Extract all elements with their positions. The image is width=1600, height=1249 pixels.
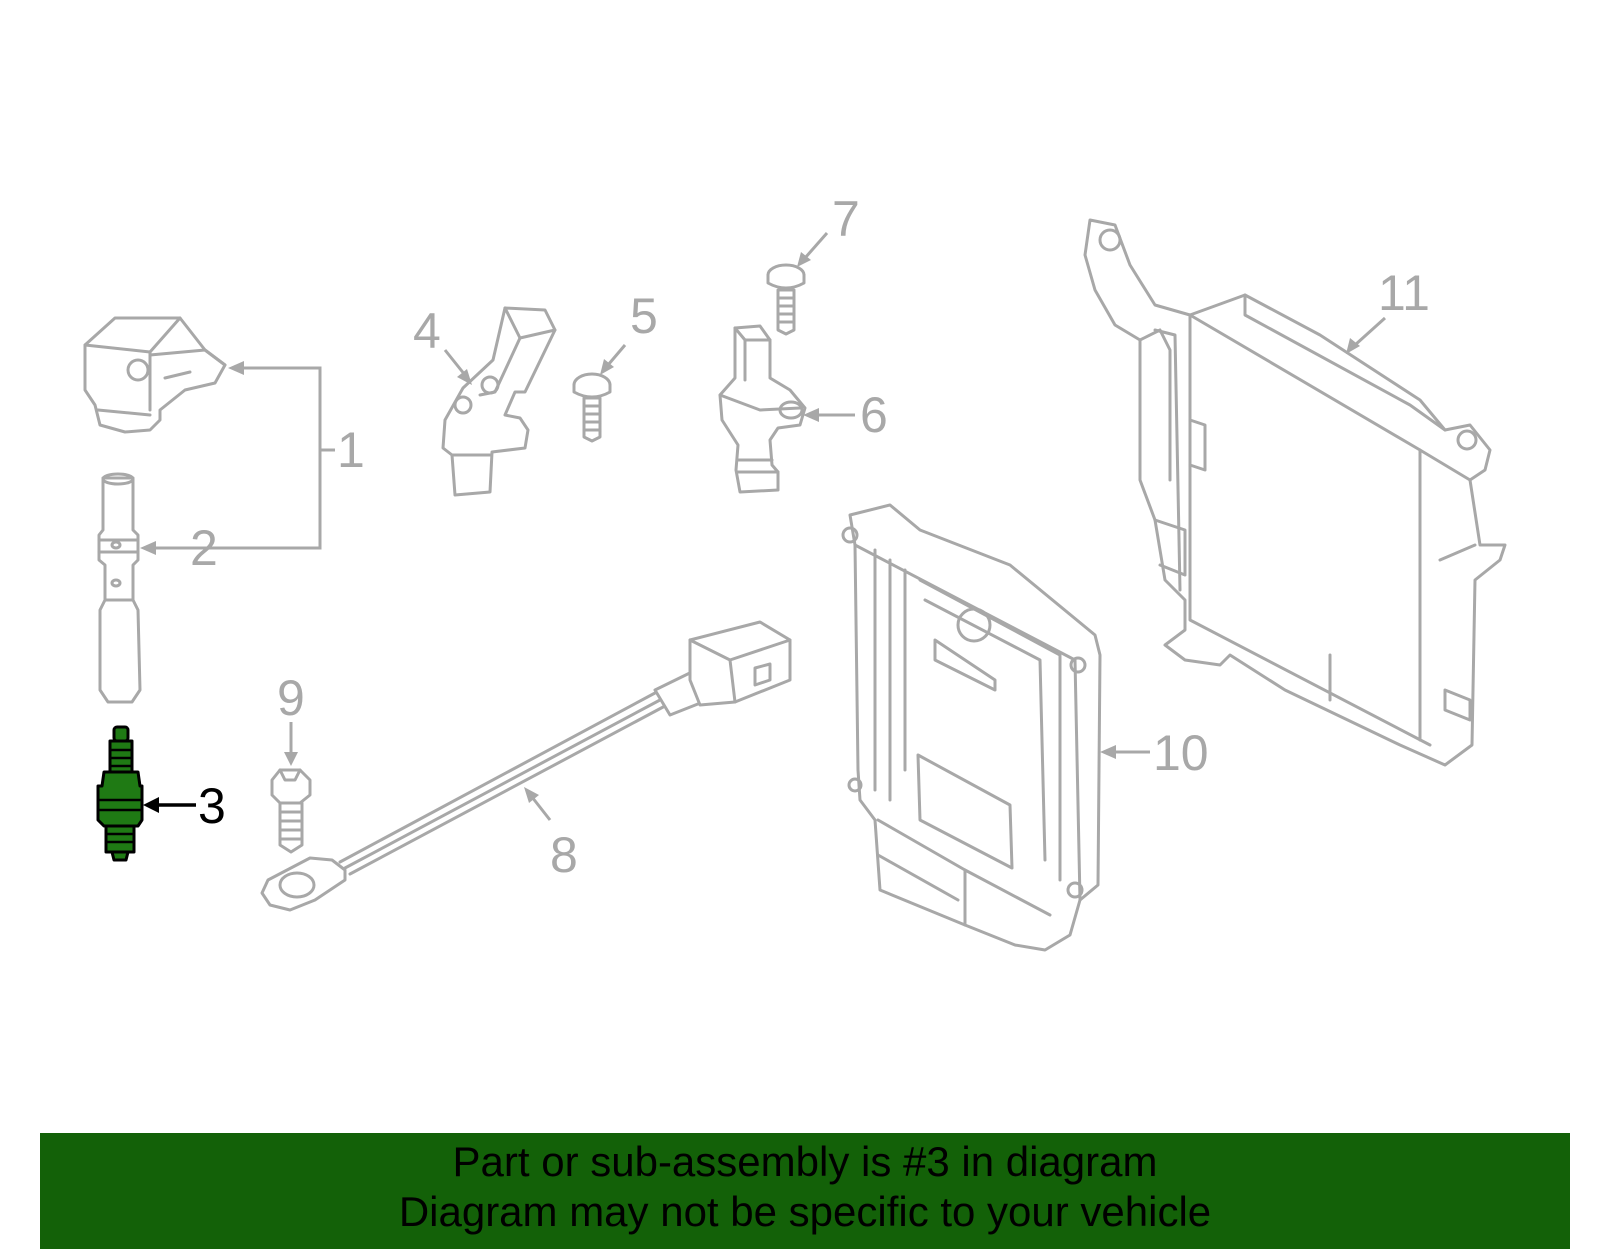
callout-1[interactable]: 1 [337, 422, 365, 478]
leader-4 [443, 349, 472, 385]
leader-8 [524, 787, 552, 821]
callout-9[interactable]: 9 [277, 670, 305, 726]
part-8-sensor-cable[interactable] [260, 620, 792, 912]
leader-bracket-1 [140, 361, 335, 555]
callout-8[interactable]: 8 [550, 827, 578, 883]
banner-disclaimer: Diagram may not be specific to your vehi… [398, 1188, 1212, 1235]
part-7-bolt[interactable] [766, 263, 806, 336]
leader-10 [1100, 745, 1150, 759]
leader-5 [600, 344, 627, 375]
banner-part-note: Part or sub-assembly is #3 in diagram [452, 1138, 1158, 1185]
leader-9 [284, 722, 298, 766]
callout-7[interactable]: 7 [832, 191, 860, 247]
callout-5[interactable]: 5 [630, 288, 658, 344]
leader-6 [803, 408, 855, 422]
leader-7 [797, 232, 829, 267]
callout-6[interactable]: 6 [860, 387, 888, 443]
part-6-camshaft-sensor[interactable] [718, 324, 807, 494]
leader-3 [143, 797, 196, 813]
part-9-bolt[interactable] [270, 768, 312, 854]
callout-11[interactable]: 11 [1378, 265, 1430, 321]
callout-2[interactable]: 2 [190, 520, 218, 576]
part-3-spark-plug[interactable] [96, 725, 144, 862]
info-banner: Part or sub-assembly is #3 in diagram Di… [40, 1133, 1570, 1249]
part-2-coil-boot[interactable] [97, 472, 142, 704]
part-10-ecu[interactable] [841, 503, 1102, 952]
part-1-ignition-coil[interactable] [83, 316, 227, 434]
part-11-ecu-bracket[interactable] [1083, 218, 1507, 767]
callout-10[interactable]: 10 [1153, 725, 1209, 781]
part-5-bolt[interactable] [572, 372, 612, 443]
leader-11 [1346, 316, 1387, 354]
part-4-position-sensor[interactable] [441, 306, 557, 497]
callout-3[interactable]: 3 [198, 778, 226, 834]
callout-4[interactable]: 4 [413, 303, 441, 359]
